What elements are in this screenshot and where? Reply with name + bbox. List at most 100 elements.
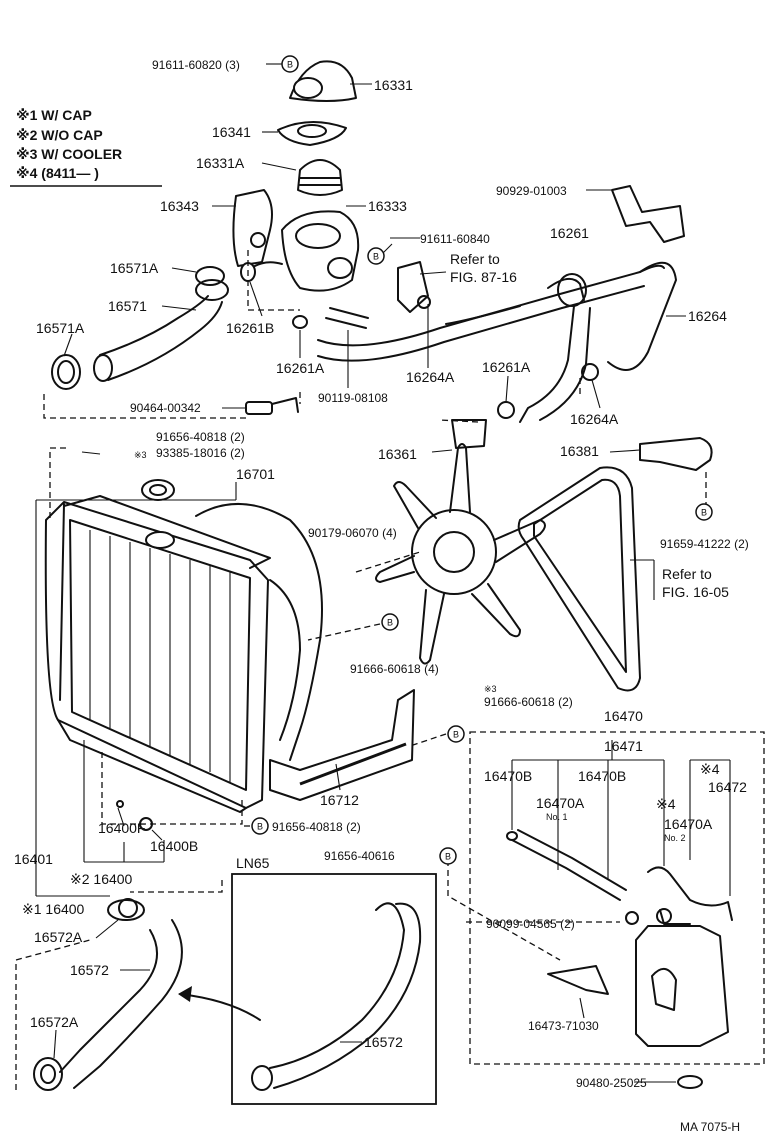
- label-16572A-bottom: 16572A: [30, 1014, 79, 1030]
- thermostat-16331A: [297, 159, 343, 196]
- label-16471: 16471: [604, 738, 643, 754]
- label-16572A-top: 16572A: [34, 929, 83, 945]
- v-belt: [517, 466, 655, 692]
- label-mark-s3-bracket: ※3: [484, 684, 497, 694]
- pipe-junction-ring: [557, 273, 587, 307]
- label-16331: 16331: [374, 77, 413, 93]
- label-16470B-right: 16470B: [578, 768, 626, 784]
- label-90929-01003: 90929-01003: [496, 184, 567, 198]
- label-refer-16-05-line2: FIG. 16-05: [662, 584, 729, 600]
- drain-plug-16400F: [116, 800, 124, 808]
- label-16261B: 16261B: [226, 320, 274, 336]
- label-16701: 16701: [236, 466, 275, 482]
- ln65-inset: [231, 873, 437, 1105]
- label-91659-41222: 91659-41222 (2): [660, 537, 749, 551]
- label-16571A-top: 16571A: [110, 260, 159, 276]
- clamp-16571A-top: [195, 266, 225, 286]
- radiator-core: [44, 501, 269, 809]
- legend-item-w-cap: ※1 W/ CAP: [16, 107, 92, 123]
- overflow-hose-16470A-1: [511, 839, 621, 901]
- svg-text:B: B: [387, 618, 393, 628]
- reservoir-cap: [656, 908, 672, 924]
- b-marker-3: B: [695, 503, 713, 521]
- label-16571A-left: 16571A: [36, 320, 85, 336]
- clamp-90464: [245, 401, 273, 415]
- clamp-16571A-left-inner: [57, 360, 75, 384]
- b-marker-4: B: [381, 613, 399, 631]
- label-16400-w-o-cap: ※2 16400: [70, 871, 133, 887]
- grommet-90480: [677, 1075, 703, 1089]
- hose-end-top: [195, 279, 229, 301]
- bypass-pipe-90119: [325, 317, 367, 329]
- fan-blade-top: [449, 443, 471, 513]
- overflow-hose-edge: [517, 829, 627, 891]
- gasket-hole: [297, 124, 327, 138]
- heater-pipe-16264-edge: [317, 285, 645, 362]
- support-rail: [299, 742, 407, 786]
- clamp-16264A-right: [581, 363, 599, 381]
- ln65-arrow-line: [179, 993, 261, 1021]
- legend-item-serial: ※4 (8411— ): [16, 165, 99, 181]
- label-16264A-right: 16264A: [570, 411, 619, 427]
- upper-hose-end: [93, 354, 113, 382]
- fan-blade-lower-right: [471, 583, 521, 638]
- bypass-pipe-90119-edge: [329, 307, 369, 319]
- label-16333: 16333: [368, 198, 407, 214]
- gasket-16343: [232, 189, 273, 267]
- label-16264A-mid: 16264A: [406, 369, 455, 385]
- reservoir-window: [651, 968, 677, 1011]
- water-valve: [397, 261, 429, 313]
- heater-hose-edge: [539, 307, 591, 421]
- label-16571: 16571: [108, 298, 147, 314]
- label-refer-16-05-line1: Refer to: [662, 566, 712, 582]
- heater-hose: [519, 305, 575, 423]
- svg-text:B: B: [373, 252, 379, 262]
- bracket-16381: [639, 437, 713, 471]
- clamp-16261A-right: [497, 401, 515, 419]
- housing-16333: [281, 210, 360, 292]
- label-91656-40818-bottom: 91656-40818 (2): [272, 820, 361, 834]
- label-90464-00342: 90464-00342: [130, 401, 201, 415]
- lower-hose-16572: [59, 929, 158, 1073]
- legend-item-wo-cap: ※2 W/O CAP: [16, 127, 103, 143]
- ln65-hose-end: [251, 1065, 273, 1091]
- label-16400-w-cap: ※1 16400: [22, 901, 85, 917]
- hose-clip-left: [506, 831, 518, 841]
- pipe-junction-16261: [547, 277, 585, 301]
- fan-pulley: [451, 419, 487, 449]
- clamp-16261A-left: [292, 315, 308, 329]
- label-16400B: 16400B: [150, 838, 198, 854]
- ln65-hose-edge: [273, 902, 422, 1089]
- label-16712: 16712: [320, 792, 359, 808]
- fan-hub-ring: [411, 509, 497, 595]
- label-mark-s4-mid: ※4: [656, 796, 676, 812]
- label-91656-40818-top: 91656-40818 (2): [156, 430, 245, 444]
- label-16343: 16343: [160, 198, 199, 214]
- label-16470: 16470: [604, 708, 643, 724]
- svg-text:B: B: [701, 508, 707, 518]
- lower-hose-16572-edge: [73, 919, 183, 1089]
- radiator-cap-gasket-hole: [149, 484, 167, 496]
- overflow-hose-16470A-2: [647, 866, 733, 921]
- label-16341: 16341: [212, 124, 251, 140]
- label-ln65: LN65: [236, 855, 270, 871]
- reservoir-assembly-16470: [469, 731, 765, 1089]
- radiator-cap-16401: [118, 898, 138, 918]
- outlet-neck: [293, 77, 323, 99]
- housing-port: [327, 257, 353, 279]
- heater-pipe-bend: [607, 261, 677, 371]
- heater-pipe-16264: [317, 264, 665, 347]
- reservoir-tank-16472: [635, 925, 729, 1047]
- radiator-lower-tank: [57, 719, 247, 813]
- label-91656-40616: 91656-40616: [324, 849, 395, 863]
- b-marker-6: B: [251, 817, 269, 835]
- label-16264: 16264: [688, 308, 727, 324]
- label-16261A-left: 16261A: [276, 360, 325, 376]
- v-belt-outer: [517, 466, 641, 692]
- legend: ※1 W/ CAP ※2 W/O CAP ※3 W/ COOLER ※4 (84…: [10, 107, 162, 187]
- b-markers: B B B B B B B: [251, 55, 713, 865]
- shroud-outer: [195, 502, 323, 761]
- fan-shroud-16701: [195, 502, 323, 761]
- ln65-box: [231, 873, 437, 1105]
- label-91611-60840: 91611-60840: [420, 232, 490, 246]
